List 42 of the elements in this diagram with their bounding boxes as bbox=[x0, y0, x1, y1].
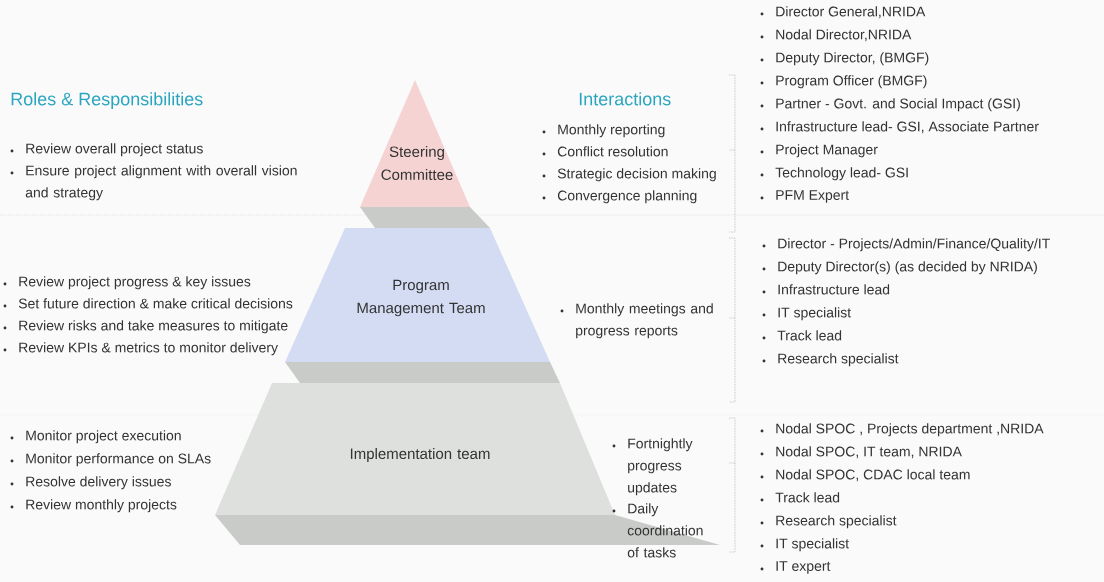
list-item: PFM Expert bbox=[760, 190, 849, 203]
list-item: Technology lead- GSI bbox=[760, 167, 908, 181]
list-item: Director - Projects/Admin/Finance/Quality/IT bbox=[762, 238, 1050, 252]
list-item: Infrastructure lead- GSI, Associate Partner bbox=[760, 121, 1039, 134]
list-item: Deputy Director, (BMGF) bbox=[760, 52, 929, 66]
list-item: Nodal SPOC, CDAC local team bbox=[760, 469, 970, 482]
list-item: Project Manager bbox=[760, 144, 878, 158]
list-item: IT specialist bbox=[760, 538, 849, 552]
pyramid-tier: Implementation team bbox=[215, 383, 615, 515]
list-item: Review overall project status bbox=[10, 143, 203, 157]
list-item: Partner - Govt. and Social Impact (GSI) bbox=[760, 98, 1020, 112]
column-heading: Roles & Responsibilities bbox=[11, 92, 203, 109]
list-item: Strategic decision making bbox=[542, 168, 716, 182]
list-item: IT expert bbox=[760, 561, 831, 574]
list-item: Resolve delivery issues bbox=[10, 476, 171, 490]
list-item: Nodal SPOC, IT team, NRIDA bbox=[760, 446, 962, 459]
list-item: Nodal SPOC , Projects department ,NRIDA bbox=[760, 423, 1044, 437]
list-item: Nodal Director,NRIDA bbox=[760, 29, 912, 42]
list-item: Review monthly projects bbox=[10, 499, 177, 513]
list-item: Track lead bbox=[760, 492, 840, 503]
list-item: Deputy Director(s) (as decided by NRIDA) bbox=[762, 261, 1037, 275]
list-item: Monthly meetings and progress reports bbox=[560, 303, 713, 339]
list-item: Director General,NRIDA bbox=[760, 6, 926, 19]
list-item: Review project progress & key issues bbox=[3, 276, 251, 290]
list-item: Monitor project execution bbox=[10, 430, 181, 444]
list-item: Daily coordination of tasks bbox=[612, 503, 703, 558]
list-item: Research specialist bbox=[762, 353, 899, 367]
list-item: Fortnightly progress updates bbox=[612, 438, 693, 496]
list-item: Conflict resolution bbox=[542, 146, 668, 157]
list-item: IT specialist bbox=[762, 307, 851, 321]
pyramid-tier: Steering Committee bbox=[360, 80, 470, 207]
list-item: Program Officer (BMGF) bbox=[760, 75, 927, 89]
list-item: Review KPIs & metrics to monitor delivery bbox=[3, 342, 278, 356]
list-item: Track lead bbox=[762, 330, 842, 341]
list-item: Review risks and take measures to mitigate bbox=[3, 320, 288, 334]
list-item: Research specialist bbox=[760, 515, 897, 529]
list-item: Ensure project alignment with overall vision and strategy bbox=[10, 165, 297, 201]
column-heading: Interactions bbox=[579, 92, 671, 106]
list-item: Infrastructure lead bbox=[762, 284, 890, 295]
list-item: Convergence planning bbox=[542, 190, 697, 204]
list-item: Monthly reporting bbox=[542, 124, 665, 138]
list-item: Monitor performance on SLAs bbox=[10, 453, 211, 467]
